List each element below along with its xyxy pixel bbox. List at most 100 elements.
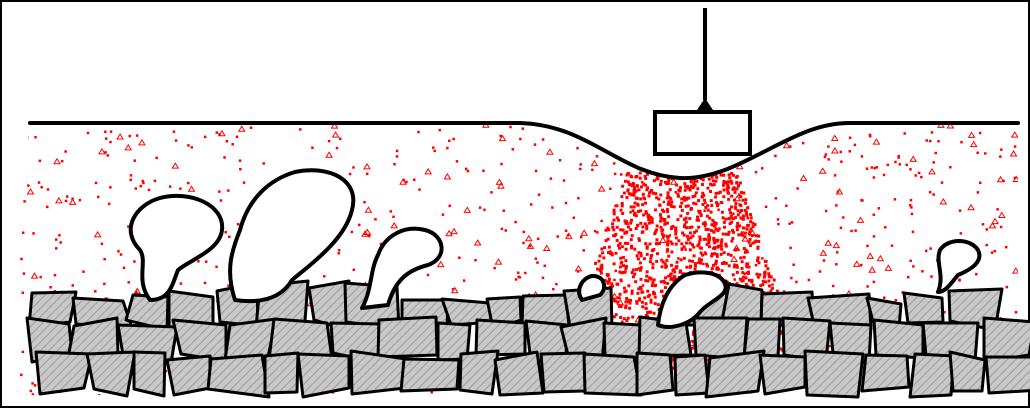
dense-particle <box>640 278 643 281</box>
particle <box>819 270 822 273</box>
dense-particle <box>745 214 748 217</box>
dense-particle <box>686 235 689 238</box>
particle <box>999 155 1002 158</box>
particle <box>775 197 778 200</box>
dense-particle <box>716 246 719 249</box>
particle <box>1000 148 1003 151</box>
dense-particle <box>664 222 667 225</box>
dense-particle <box>594 262 597 265</box>
dense-particle <box>723 188 726 191</box>
particle <box>802 142 805 145</box>
dense-particle <box>697 243 700 246</box>
particle <box>755 171 758 174</box>
dense-particle <box>666 239 669 242</box>
dense-particle <box>641 301 644 304</box>
particle <box>127 281 130 284</box>
particle <box>836 251 839 254</box>
particle <box>231 143 234 146</box>
dense-particle <box>670 250 673 253</box>
dense-particle <box>713 230 716 233</box>
dense-particle <box>693 180 696 183</box>
dense-particle <box>722 233 725 236</box>
dense-particle <box>689 266 692 269</box>
dense-particle <box>735 176 738 179</box>
particle <box>891 244 894 247</box>
particle <box>563 179 566 182</box>
dense-particle <box>642 193 645 196</box>
dense-particle <box>735 181 738 184</box>
particle <box>22 232 25 235</box>
dense-particle <box>644 177 647 180</box>
rock-block <box>984 318 1030 362</box>
dense-particle <box>608 280 611 283</box>
particle <box>895 299 898 302</box>
dense-particle <box>620 271 623 274</box>
particle <box>596 155 599 158</box>
dense-particle <box>741 271 744 274</box>
particle <box>94 290 97 293</box>
dense-particle <box>734 188 737 191</box>
dense-particle <box>608 246 611 249</box>
particle <box>351 231 354 234</box>
particle <box>854 229 857 232</box>
particle <box>931 131 934 134</box>
particle <box>929 191 932 194</box>
particle <box>761 167 764 170</box>
particle <box>456 160 459 163</box>
particle <box>894 198 897 201</box>
particle <box>929 247 932 250</box>
dense-particle <box>694 268 697 271</box>
dense-particle <box>707 209 710 212</box>
particle <box>883 174 886 177</box>
dense-particle <box>614 252 617 255</box>
dense-particle <box>617 296 620 299</box>
dense-particle <box>658 242 661 245</box>
particle <box>104 131 107 134</box>
dense-particle <box>676 261 679 264</box>
particle <box>684 248 687 251</box>
particle <box>573 217 576 220</box>
particle <box>427 274 430 277</box>
dense-particle <box>627 284 630 287</box>
particle <box>536 261 539 264</box>
dense-particle <box>720 201 723 204</box>
particle <box>613 279 616 282</box>
dense-particle <box>611 222 614 225</box>
dense-particle <box>629 228 632 231</box>
dense-particle <box>639 222 642 225</box>
particle <box>218 190 221 193</box>
dense-particle <box>745 249 748 252</box>
particle <box>517 272 520 275</box>
dense-particle <box>715 192 718 195</box>
dense-particle <box>680 202 683 205</box>
dense-particle <box>725 233 728 236</box>
dense-particle <box>667 179 670 182</box>
dense-particle <box>701 192 704 195</box>
dense-particle <box>731 188 734 191</box>
particle <box>538 193 541 196</box>
dense-particle <box>634 202 637 205</box>
dense-particle <box>703 199 706 202</box>
dense-particle <box>666 243 669 246</box>
particle <box>133 260 136 263</box>
dense-particle <box>624 259 627 262</box>
particle <box>79 199 82 202</box>
particle <box>912 231 915 234</box>
particle <box>515 278 518 281</box>
particle <box>897 156 900 159</box>
dense-particle <box>687 187 690 190</box>
particle <box>975 273 978 276</box>
dense-particle <box>771 287 774 290</box>
dense-particle <box>608 278 611 281</box>
dense-particle <box>674 276 677 279</box>
particle <box>187 144 190 147</box>
dense-particle <box>616 283 619 286</box>
particle <box>551 206 554 209</box>
particle <box>216 131 219 134</box>
dense-particle <box>710 211 713 214</box>
dense-particle <box>736 271 739 274</box>
dense-particle <box>619 293 622 296</box>
particle <box>519 138 522 141</box>
dense-particle <box>622 256 625 259</box>
dense-particle <box>694 202 697 205</box>
